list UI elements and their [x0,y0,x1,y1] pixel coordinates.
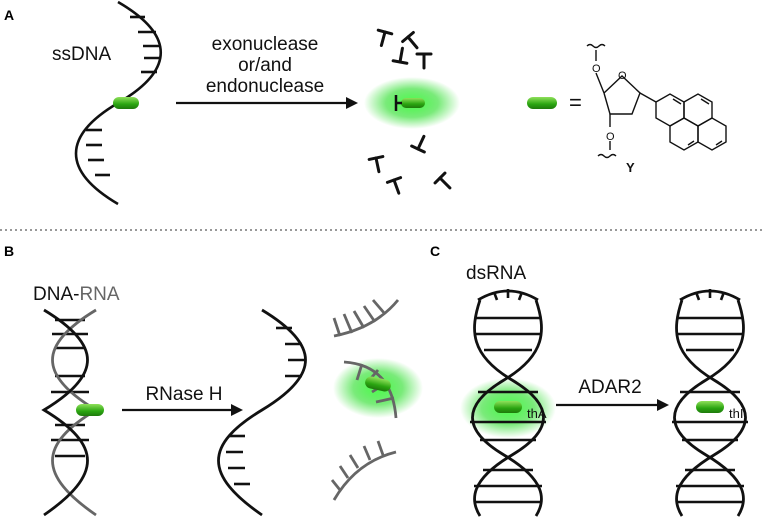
molecule-y-label: Y [626,160,635,175]
thI-label: thI [729,406,743,421]
thI-probe [696,401,724,413]
rna-label: RNA [79,284,119,305]
panel-a-label: A [4,7,14,23]
thA-label: thA [527,406,547,421]
released-probe-y [394,95,425,111]
oxygen-3prime: O [606,131,615,143]
adar2-label: ADAR2 [578,377,641,398]
probe-y-in-hybrid [76,404,104,416]
oxygen-ring: O [618,70,627,82]
pyrene-nucleoside-structure [586,43,727,159]
dna-label: DNA- [33,284,79,305]
probe-y-in-ssdna [113,97,139,109]
rna-fragment-bottom [330,440,397,501]
panel-a: A ssDNA exonuclease or/and endonuclease [4,0,727,206]
dna-strand [41,308,89,517]
rnase-h-label: RNase H [145,384,222,405]
nuclease-arrow [176,97,358,109]
remaining-dna-bases [226,326,305,486]
dsrna-after [672,289,748,517]
panel-c: C dsRNA thA [430,243,748,517]
dna-rna-label: DNA-RNA [33,284,120,305]
panel-b-label: B [4,243,14,259]
ssdna-label: ssDNA [52,44,111,65]
arrow-text-line-2: or/and [238,55,292,76]
remaining-dna-strand [217,308,307,517]
adar2-arrow [556,399,669,411]
arrow-text-line-3: endonuclease [206,76,324,97]
panel-b: B DNA-RNA RNase H [4,243,423,517]
probe-y-legend-symbol [527,97,557,109]
dsrna-label: dsRNA [466,263,527,284]
released-nucleotides [367,28,452,195]
dsrna-before [460,289,556,517]
arrow-text-line-1: exonuclease [212,34,319,55]
equals-sign: = [569,90,582,115]
rna-fragment-top [332,299,400,338]
ssdna-bases [86,15,161,177]
thA-probe [494,401,522,413]
dna-rna-rungs [51,318,89,458]
probe-y-released [365,376,391,392]
rnase-h-arrow [122,404,243,416]
oxygen-5prime: O [592,63,601,75]
panel-c-label: C [430,243,440,259]
